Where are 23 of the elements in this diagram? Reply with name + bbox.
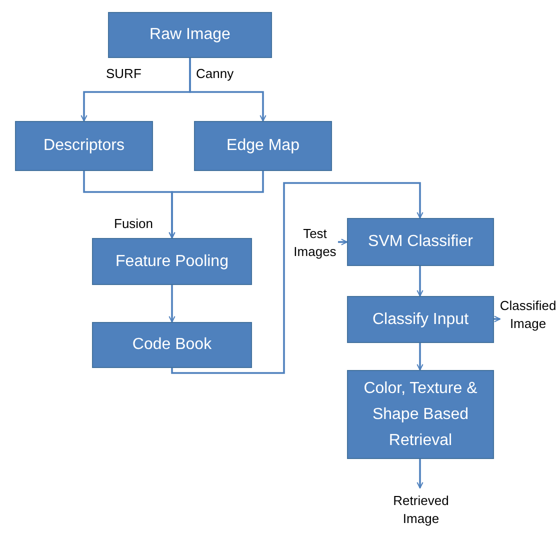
process-box: Edge Map [194,121,332,171]
edge-label: Fusion [114,215,154,233]
process-box: Classify Input [347,296,494,343]
connector-arrow [168,285,176,323]
process-box: Code Book [92,322,252,368]
text-label: Classified Image [500,290,556,340]
process-box: SVM Classifier [347,218,494,266]
connector-arrow [416,343,424,371]
connector-arrow [189,58,266,122]
edge-label: Canny [196,65,234,83]
connector-arrow [494,316,501,322]
text-label: Test Images [292,220,338,266]
text-label: Retrieved Image [378,488,464,532]
connector-arrow [171,182,424,374]
connector-arrow [416,459,424,489]
process-box: Color, Texture & Shape Based Retrieval [347,370,494,459]
edge-label: SURF [106,65,142,83]
process-box: Feature Pooling [92,238,252,285]
process-box: Descriptors [15,121,153,171]
connector-arrow [416,266,424,297]
connector-arrow [168,171,264,239]
connector-arrow [338,238,348,246]
process-box: Raw Image [108,12,272,58]
